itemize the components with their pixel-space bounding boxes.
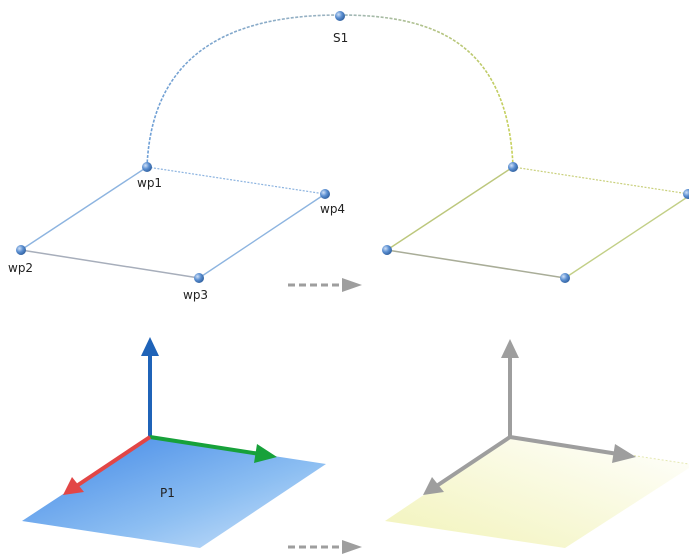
point-right-2	[382, 245, 392, 255]
waypoint-plane-left	[20, 166, 326, 279]
edge-wp3-wp4	[198, 193, 326, 279]
label-wp4: wp4	[320, 202, 345, 216]
plane-transformed-edge	[629, 454, 689, 465]
point-wp3	[194, 273, 204, 283]
edge-right-top	[512, 166, 689, 195]
label-s1: S1	[333, 31, 348, 45]
points	[16, 11, 689, 283]
axis-z-head	[141, 337, 159, 356]
axis-y-gray-head	[423, 477, 444, 495]
transition-arrow-top	[288, 278, 362, 292]
axis-y-head	[63, 477, 84, 495]
transition-arrow-bottom	[288, 540, 362, 554]
axis-x-green	[149, 435, 261, 456]
point-wp4	[320, 189, 330, 199]
edge-right-left	[386, 166, 514, 251]
point-s1	[335, 11, 345, 21]
edge-wp1-wp4	[146, 166, 326, 195]
axis-x-gray-head	[612, 444, 636, 463]
plane-p1	[22, 437, 326, 548]
edge-wp1-wp2	[20, 166, 148, 251]
axis-x-gray	[509, 435, 619, 456]
axes-gray	[423, 339, 636, 495]
axis-y-gray	[436, 435, 512, 487]
label-p1: P1	[160, 486, 175, 500]
label-wp1: wp1	[137, 176, 162, 190]
axis-y-red	[76, 435, 152, 487]
point-right-1	[508, 162, 518, 172]
waypoint-plane-right	[386, 166, 689, 279]
edge-wp2-wp3	[20, 249, 200, 279]
transition-arc	[146, 14, 514, 168]
axis-x-head	[254, 444, 277, 463]
point-right-3	[560, 273, 570, 283]
edge-right-bottom	[386, 249, 566, 279]
plane-transformed	[385, 437, 689, 548]
label-wp2: wp2	[8, 261, 33, 275]
point-wp2	[16, 245, 26, 255]
point-right-4	[683, 189, 689, 199]
edge-right-right	[564, 195, 689, 279]
axes-colored	[63, 337, 277, 495]
point-wp1	[142, 162, 152, 172]
axis-z-gray-head	[501, 339, 519, 358]
label-wp3: wp3	[183, 288, 208, 302]
